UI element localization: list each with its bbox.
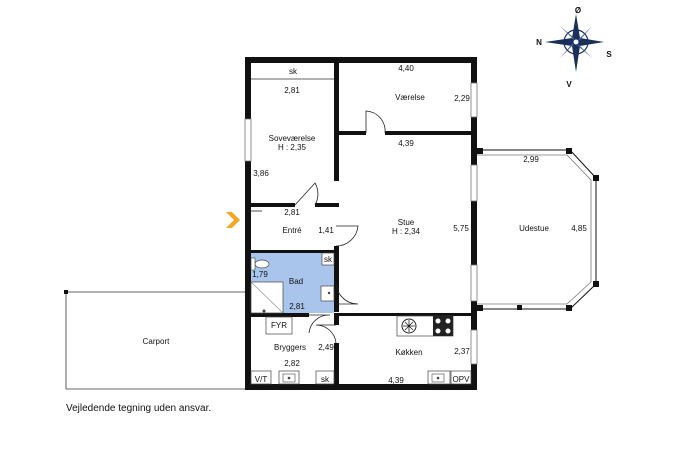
- stue-depth-label: 5,75: [453, 224, 469, 233]
- bryggers-depth-label: 2,49: [318, 343, 334, 352]
- bad-width-label: 2,81: [289, 302, 305, 311]
- bryggers-fixtures: [250, 316, 335, 385]
- compass-west-label: N: [536, 38, 542, 47]
- sovevaerelse-width-label: 2,81: [284, 86, 300, 95]
- bryggers-name-label: Bryggers: [274, 343, 306, 352]
- sovevaerelse-depth-label: 3,86: [253, 169, 269, 178]
- compass-east-label: S: [606, 50, 612, 59]
- entre-depth-label: 1,41: [318, 226, 334, 235]
- udestue-name-label: Udestue: [519, 224, 549, 233]
- sovevaerelse-height-label: H : 2,35: [278, 143, 307, 152]
- doors: [248, 110, 386, 344]
- bryggers-sk-label: sk: [321, 375, 330, 384]
- bad-name-label: Bad: [289, 277, 303, 286]
- bath-fixtures: [250, 252, 335, 314]
- fyr-label: FYR: [271, 321, 287, 330]
- opv-label: OPV: [453, 375, 471, 384]
- entre-width-label: 2,81: [284, 208, 300, 217]
- sovevaerelse-sk-label: sk: [289, 67, 298, 76]
- vaerelse-depth-label: 2,29: [454, 94, 470, 103]
- carport-outline: [64, 290, 250, 390]
- disclaimer-text: Vejledende tegning uden ansvar.: [66, 403, 212, 414]
- stue-name-label: Stue: [398, 218, 415, 227]
- vaerelse-width-label: 4,40: [398, 64, 414, 73]
- compass-north-label: Ø: [575, 6, 581, 15]
- entrance-arrow-icon: [226, 212, 240, 228]
- koekken-name-label: Køkken: [395, 348, 422, 357]
- koekken-depth-label: 2,37: [454, 347, 470, 356]
- vaerelse-name-label: Værelse: [395, 93, 425, 102]
- bryggers-width-label: 2,82: [284, 359, 300, 368]
- sovevaerelse-name-label: Soveværelse: [269, 134, 316, 143]
- outer-walls: [245, 57, 477, 390]
- entre-name-label: Entré: [282, 226, 302, 235]
- compass-rose-icon: [545, 14, 604, 72]
- bad-sk-label: sk: [324, 255, 333, 264]
- bad-depth-label: 1,79: [252, 270, 268, 279]
- carport-name-label: Carport: [143, 337, 170, 346]
- udestue-depth-label: 4,85: [571, 224, 587, 233]
- udestue-structure: [477, 148, 599, 311]
- stue-width-label: 4,39: [398, 139, 414, 148]
- compass-south-label: V: [566, 80, 572, 89]
- interior-walls: [245, 57, 477, 390]
- windows: [244, 82, 478, 365]
- udestue-width-label: 2,99: [523, 155, 539, 164]
- vt-label: V/T: [255, 375, 268, 384]
- kitchen-fixtures: [396, 315, 472, 385]
- stue-height-label: H : 2,34: [392, 227, 421, 236]
- koekken-width-label: 4,39: [388, 376, 404, 385]
